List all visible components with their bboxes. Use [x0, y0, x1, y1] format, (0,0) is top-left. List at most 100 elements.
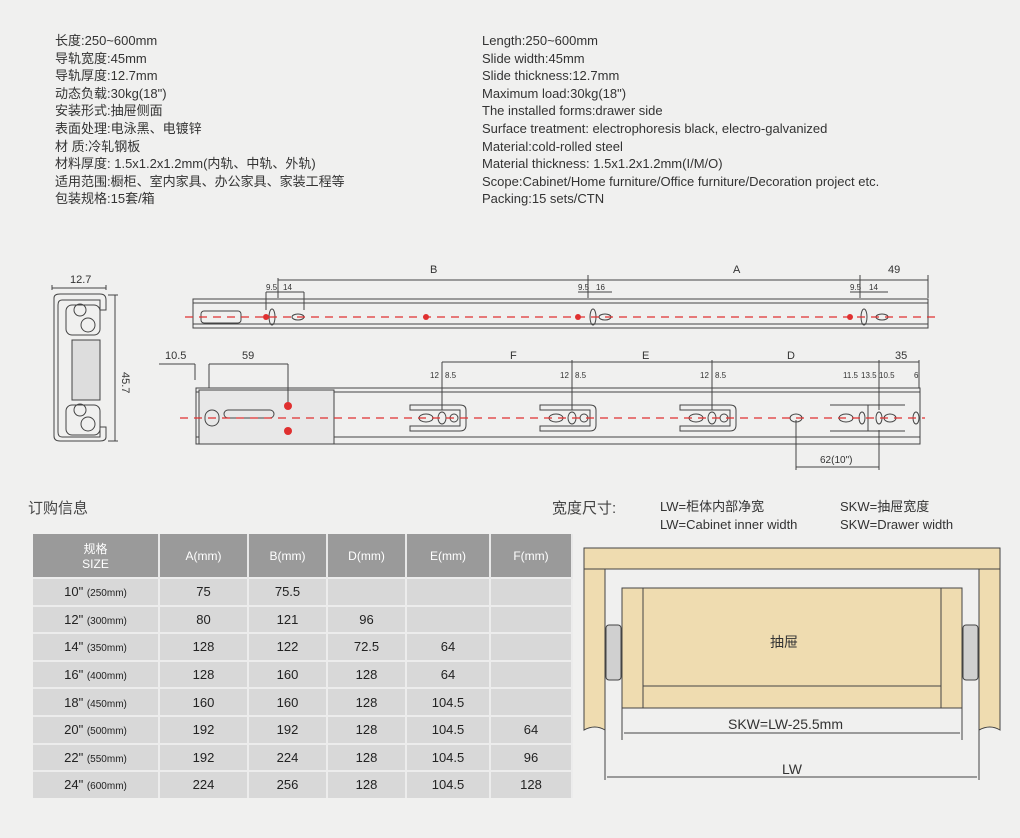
dim-bot-4: 8.5	[575, 371, 587, 380]
dim-bot-7: 11.5	[843, 371, 859, 380]
size-mm: (500mm)	[86, 726, 127, 738]
skw-formula: SKW=LW-25.5mm	[728, 716, 843, 732]
table-cell	[490, 632, 573, 661]
skw-en: SKW=Drawer width	[840, 517, 954, 532]
size-inch: 10"	[64, 584, 84, 600]
table-cell	[490, 577, 573, 606]
dim-bot-1: 12	[430, 371, 439, 380]
spec-line: Slide thickness:12.7mm	[482, 68, 620, 84]
table-cell: 128	[159, 659, 249, 689]
spec-line: 包装规格:15套/箱	[55, 191, 155, 207]
drawer-box	[621, 587, 963, 709]
table-cell: 18" (450mm)	[33, 687, 160, 716]
table-cell: 128	[327, 659, 407, 689]
size-inch: 22"	[64, 749, 84, 765]
table-cell: 72.5	[327, 632, 407, 661]
table-cell	[406, 604, 491, 634]
size-mm: (550mm)	[86, 753, 127, 765]
table-cell: 192	[159, 714, 249, 744]
dim-top-3: 9.5	[578, 283, 590, 292]
column-header: E(mm)	[406, 534, 491, 578]
header-en: SIZE	[82, 557, 109, 571]
table-cell: 10" (250mm)	[33, 577, 160, 606]
cabinet-top	[583, 547, 1001, 570]
cabinet-left-side	[583, 568, 606, 731]
table-cell	[490, 604, 573, 634]
spec-line: 导轨宽度:45mm	[55, 50, 147, 66]
dim-bot-2: 8.5	[445, 371, 457, 380]
size-mm: (350mm)	[86, 643, 127, 655]
spec-line: Length:250~600mm	[482, 33, 599, 48]
dim-top-4: 16	[596, 283, 605, 292]
dim-left-1: 10.5	[165, 350, 186, 362]
size-inch: 16"	[64, 667, 84, 683]
dim-section-width: 12.7	[70, 274, 91, 286]
size-inch: 20"	[64, 722, 84, 738]
column-header: D(mm)	[327, 534, 407, 578]
lw-cn: LW=柜体内部净宽	[660, 499, 765, 514]
table-cell: 128	[490, 770, 573, 798]
table-cell: 256	[248, 770, 328, 798]
dim-bot-10: 6	[914, 371, 919, 380]
size-mm: (450mm)	[86, 698, 127, 710]
size-mm: (600mm)	[86, 781, 127, 793]
dim-end-bottom: 35	[895, 350, 907, 362]
column-header: F(mm)	[490, 534, 573, 578]
table-cell: 64	[406, 632, 491, 661]
column-header: A(mm)	[159, 534, 249, 578]
table-cell: 64	[490, 714, 573, 744]
table-cell: 20" (500mm)	[33, 714, 160, 744]
spec-line: 材料厚度: 1.5x1.2x1.2mm(内轨、中轨、外轨)	[55, 156, 316, 172]
table-cell: 192	[248, 714, 328, 744]
table-cell	[406, 577, 491, 606]
table-cell: 14" (350mm)	[33, 632, 160, 661]
table-cell: 24" (600mm)	[33, 770, 160, 798]
dim-A: A	[733, 264, 741, 276]
slide-profiles	[605, 624, 979, 681]
size-inch: 18"	[64, 694, 84, 710]
header-cn: 规格	[83, 542, 108, 556]
table-cell: 128	[327, 687, 407, 716]
spec-line: 安装形式:抽屉侧面	[55, 103, 163, 119]
spec-line: 适用范围:橱柜、室内家具、办公家具、家装工程等	[55, 173, 345, 189]
size-inch: 24"	[64, 777, 84, 793]
bottom-rail-drawing	[159, 360, 921, 470]
table-cell	[327, 577, 407, 606]
table-cell: 128	[327, 714, 407, 744]
table-cell: 96	[490, 742, 573, 772]
dim-D: D	[787, 350, 795, 362]
lw-en: LW=Cabinet inner width	[660, 517, 798, 532]
dim-F: F	[510, 350, 517, 362]
width-size-title: 宽度尺寸:	[552, 500, 617, 517]
table-cell: 128	[159, 632, 249, 661]
slide-technical-drawing: 12.7 45.7 B A 49 9.5 14 9.5 16 9.5 14 10…	[51, 264, 935, 470]
dim-top-2: 14	[283, 283, 292, 292]
table-cell: 128	[327, 742, 407, 772]
dim-B: B	[430, 264, 437, 276]
drawer-label: 抽屉	[770, 634, 798, 650]
size-inch: 12"	[64, 611, 84, 627]
table-cell	[490, 659, 573, 689]
dim-top-6: 14	[869, 283, 878, 292]
spec-line: Material:cold-rolled steel	[482, 138, 623, 154]
size-mm: (400mm)	[86, 671, 127, 683]
spec-line: Surface treatment: electrophoresis black…	[482, 120, 828, 136]
dim-bot-9: 10.5	[879, 371, 895, 380]
size-inch: 14"	[64, 639, 84, 655]
dim-left-2: 59	[242, 350, 254, 362]
spec-line: Maximum load:30kg(18")	[482, 85, 627, 101]
cross-section-drawing	[51, 285, 118, 442]
skw-cn: SKW=抽屉宽度	[840, 499, 930, 514]
dim-bot-6: 8.5	[715, 371, 727, 380]
